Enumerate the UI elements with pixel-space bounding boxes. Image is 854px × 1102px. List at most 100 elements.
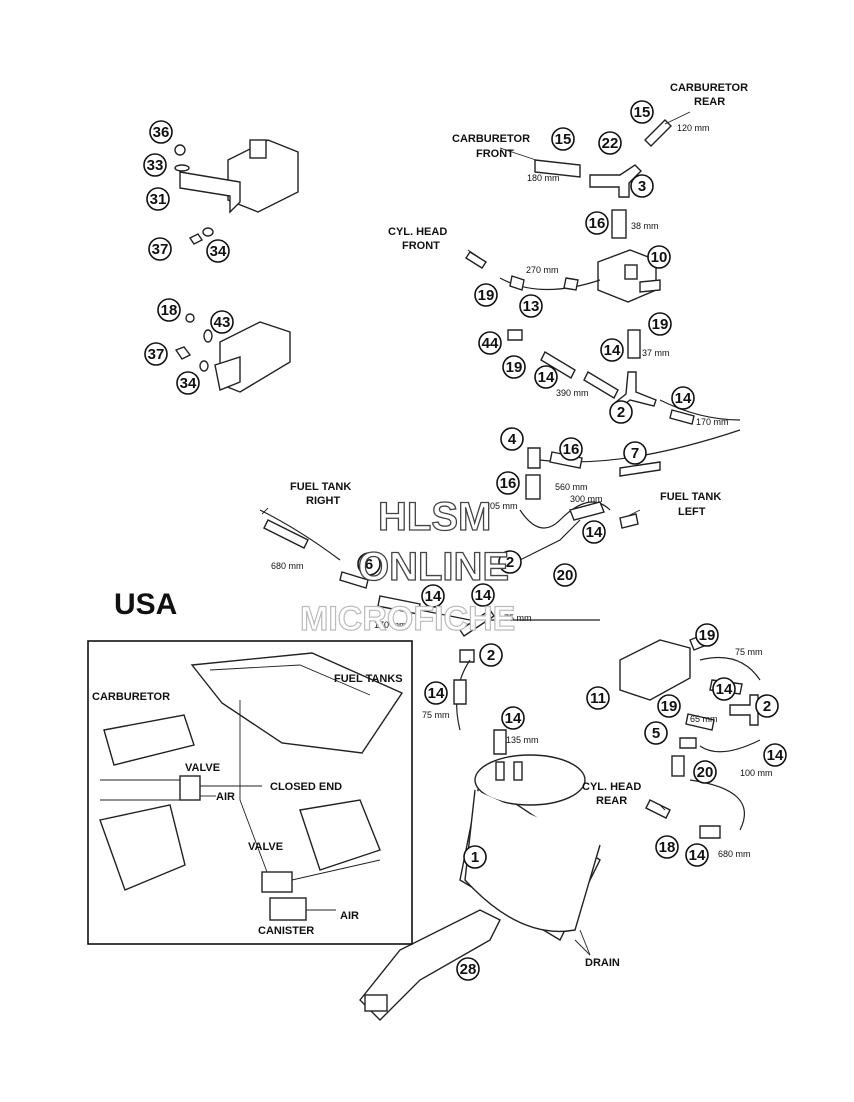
label-carb-rear-1: CARBURETOR <box>670 82 748 94</box>
callout: 14 <box>471 583 495 607</box>
callout: 19 <box>502 355 526 379</box>
callout: 43 <box>210 310 234 334</box>
callout: 3 <box>630 174 654 198</box>
leader-lines <box>261 111 691 956</box>
valve-bracket-assembly-lower <box>174 313 291 393</box>
inset-schematic <box>87 640 413 945</box>
inset-labels: CARBURETOR FUEL TANKS VALVE AIR CLOSED E… <box>92 673 403 937</box>
svg-text:15: 15 <box>634 104 651 121</box>
callout: 4 <box>500 427 524 451</box>
callout: 14 <box>501 706 525 730</box>
inset-air-top-label: AIR <box>216 791 235 803</box>
svg-text:2: 2 <box>763 698 771 715</box>
dimension: 75 mm <box>504 613 532 623</box>
callout: 19 <box>474 283 498 307</box>
svg-text:1: 1 <box>471 849 479 866</box>
callout: 7 <box>623 441 647 465</box>
inset-carburetor-label: CARBURETOR <box>92 691 170 703</box>
svg-text:37: 37 <box>152 241 169 258</box>
svg-text:13: 13 <box>523 298 540 315</box>
svg-text:34: 34 <box>210 243 227 260</box>
label-cyl-head-front-1: CYL. HEAD <box>388 226 447 238</box>
svg-text:14: 14 <box>675 390 692 407</box>
dimension: 205 mm <box>485 501 518 511</box>
dimension: 37 mm <box>642 348 670 358</box>
inset-valve-top-label: VALVE <box>185 762 220 774</box>
valve-bracket-assembly-upper <box>174 139 299 245</box>
region-label: USA <box>114 588 177 621</box>
svg-text:19: 19 <box>661 698 678 715</box>
callout: 22 <box>598 131 622 155</box>
label-fuel-tank-left-1: FUEL TANK <box>660 491 721 503</box>
callout: 14 <box>712 677 736 701</box>
left-hoses <box>259 509 600 755</box>
callout: 5 <box>644 721 668 745</box>
svg-text:31: 31 <box>150 191 167 208</box>
label-cyl-head-rear-1: CYL. HEAD <box>582 781 641 793</box>
svg-text:16: 16 <box>589 215 606 232</box>
svg-text:19: 19 <box>478 287 495 304</box>
callout: 19 <box>648 312 672 336</box>
svg-text:5: 5 <box>652 725 660 742</box>
dimension: 170 mm <box>696 417 729 427</box>
svg-text:20: 20 <box>697 764 714 781</box>
inset-fuel-tanks-label: FUEL TANKS <box>334 673 403 685</box>
svg-text:14: 14 <box>767 747 784 764</box>
svg-text:3: 3 <box>638 178 646 195</box>
inset-air-bottom-label: AIR <box>340 910 359 922</box>
callout: 37 <box>144 342 168 366</box>
callout: 14 <box>534 365 558 389</box>
svg-text:16: 16 <box>563 441 580 458</box>
svg-text:6: 6 <box>365 556 373 573</box>
dimension: 100 mm <box>740 768 773 778</box>
callout: 11 <box>586 686 610 710</box>
callout: 15 <box>630 100 654 124</box>
svg-text:4: 4 <box>508 431 517 448</box>
dimension: 65 mm <box>690 714 718 724</box>
drain-hose <box>359 909 591 1021</box>
inset-closed-end-label: CLOSED END <box>270 781 342 793</box>
dimension: 75 mm <box>422 710 450 720</box>
callout: 1 <box>463 845 487 869</box>
dimension: 680 mm <box>718 849 751 859</box>
svg-text:14: 14 <box>538 369 555 386</box>
callout: 31 <box>146 187 170 211</box>
svg-text:28: 28 <box>460 961 477 978</box>
svg-text:15: 15 <box>555 131 572 148</box>
callout: 2 <box>498 550 522 574</box>
callout: 16 <box>585 211 609 235</box>
svg-text:20: 20 <box>557 567 574 584</box>
svg-text:11: 11 <box>590 690 606 707</box>
center-hoses <box>507 329 741 529</box>
label-drain: DRAIN <box>585 957 620 969</box>
callout: 14 <box>685 843 709 867</box>
callout: 36 <box>149 120 173 144</box>
svg-text:2: 2 <box>487 647 495 664</box>
svg-text:2: 2 <box>506 554 514 571</box>
svg-text:33: 33 <box>147 157 164 174</box>
dimension-labels: 120 mm 180 mm 38 mm 270 mm 37 mm 390 mm … <box>271 123 773 859</box>
dimension: 38 mm <box>631 221 659 231</box>
svg-text:34: 34 <box>180 375 197 392</box>
dimension: 270 mm <box>526 265 559 275</box>
callout: 14 <box>763 743 787 767</box>
callout: 33 <box>143 153 167 177</box>
svg-text:36: 36 <box>153 124 170 141</box>
callout: 2 <box>609 400 633 424</box>
svg-text:2: 2 <box>617 404 625 421</box>
label-carb-rear-2: REAR <box>694 96 725 108</box>
label-fuel-tank-left-2: LEFT <box>678 506 706 518</box>
carb-hoses <box>465 119 672 359</box>
watermark-line3: MICROFICHE <box>300 600 515 638</box>
dimension: 680 mm <box>271 561 304 571</box>
callout: 16 <box>496 471 520 495</box>
callout: 2 <box>479 643 503 667</box>
callout: 44 <box>478 331 502 355</box>
callout: 18 <box>157 298 181 322</box>
svg-text:18: 18 <box>161 302 178 319</box>
watermark: HLSM ONLINE MICROFICHE <box>299 494 516 638</box>
svg-text:19: 19 <box>652 316 669 333</box>
callout: 18 <box>655 835 679 859</box>
right-valve-assembly <box>619 635 761 839</box>
